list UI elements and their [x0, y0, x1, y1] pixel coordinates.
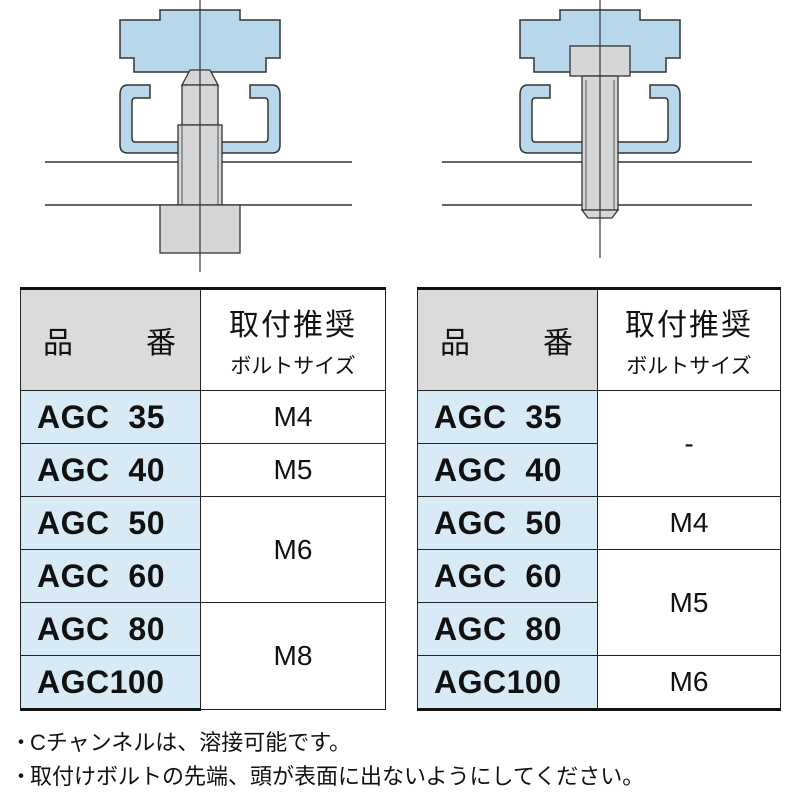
part-number-cell: AGC100: [20, 655, 201, 711]
part-number-cell: AGC 35: [417, 390, 598, 444]
header-part-number: 品 番: [417, 287, 598, 391]
part-number-cell: AGC 50: [417, 496, 598, 550]
note-welding: ・Cチャンネルは、溶接可能です。: [10, 726, 790, 760]
header-part-right: 番: [543, 327, 575, 360]
part-number-cell: AGC 40: [20, 443, 201, 497]
part-number-cell: AGC100: [417, 655, 598, 711]
part-number-cell: AGC 80: [20, 602, 201, 656]
bolt-size-cell: -: [597, 390, 781, 497]
bolt-size-cell: M5: [597, 549, 781, 656]
header-bolt-size: 取付推奨 ボルトサイズ: [200, 287, 386, 391]
header-bolt-sub: ボルトサイズ: [230, 355, 356, 378]
bolt-size-cell: M5: [200, 443, 386, 497]
note-text: Cチャンネルは、溶接可能です。: [30, 730, 352, 755]
part-number-cell: AGC 60: [20, 549, 201, 603]
bolt-size-cell: M4: [597, 496, 781, 550]
bolt-size-cell: M4: [200, 390, 386, 444]
part-number-cell: AGC 35: [20, 390, 201, 444]
bolt-size-table-left: 品 番 取付推奨 ボルトサイズ AGC 35 M4 AGC 40 M5 AGC …: [20, 287, 386, 711]
part-number-cell: AGC 60: [417, 549, 598, 603]
note-bolt-flush: ・取付けボルトの先端、頭が表面に出ないようにしてください。: [10, 760, 790, 794]
header-bolt-title: 取付推奨: [625, 309, 753, 342]
part-number-cell: AGC 80: [417, 602, 598, 656]
notes: ・Cチャンネルは、溶接可能です。 ・取付けボルトの先端、頭が表面に出ないようにし…: [10, 726, 790, 794]
part-number-cell: AGC 40: [417, 443, 598, 497]
note-text: 取付けボルトの先端、頭が表面に出ないようにしてください。: [30, 764, 645, 789]
part-number-cell: AGC 50: [20, 496, 201, 550]
mounting-diagram-left: [0, 0, 400, 280]
bolt-size-table-right: 品 番 取付推奨 ボルトサイズ AGC 35 - AGC 40 AGC 50 M…: [417, 287, 781, 711]
header-part-left: 品: [440, 327, 472, 360]
mounting-diagram-right: [400, 0, 800, 280]
bolt-size-cell: M6: [597, 655, 781, 711]
bolt-size-cell: M6: [200, 496, 386, 603]
header-bolt-sub: ボルトサイズ: [626, 355, 752, 378]
header-bolt-size: 取付推奨 ボルトサイズ: [597, 287, 781, 391]
header-part-right: 番: [146, 327, 178, 360]
bullet-mark: ・: [10, 764, 33, 789]
header-bolt-title: 取付推奨: [229, 309, 357, 342]
bolt-size-cell: M8: [200, 602, 386, 710]
header-part-left: 品: [43, 327, 75, 360]
bullet-mark: ・: [10, 730, 33, 755]
header-part-number: 品 番: [20, 287, 201, 391]
